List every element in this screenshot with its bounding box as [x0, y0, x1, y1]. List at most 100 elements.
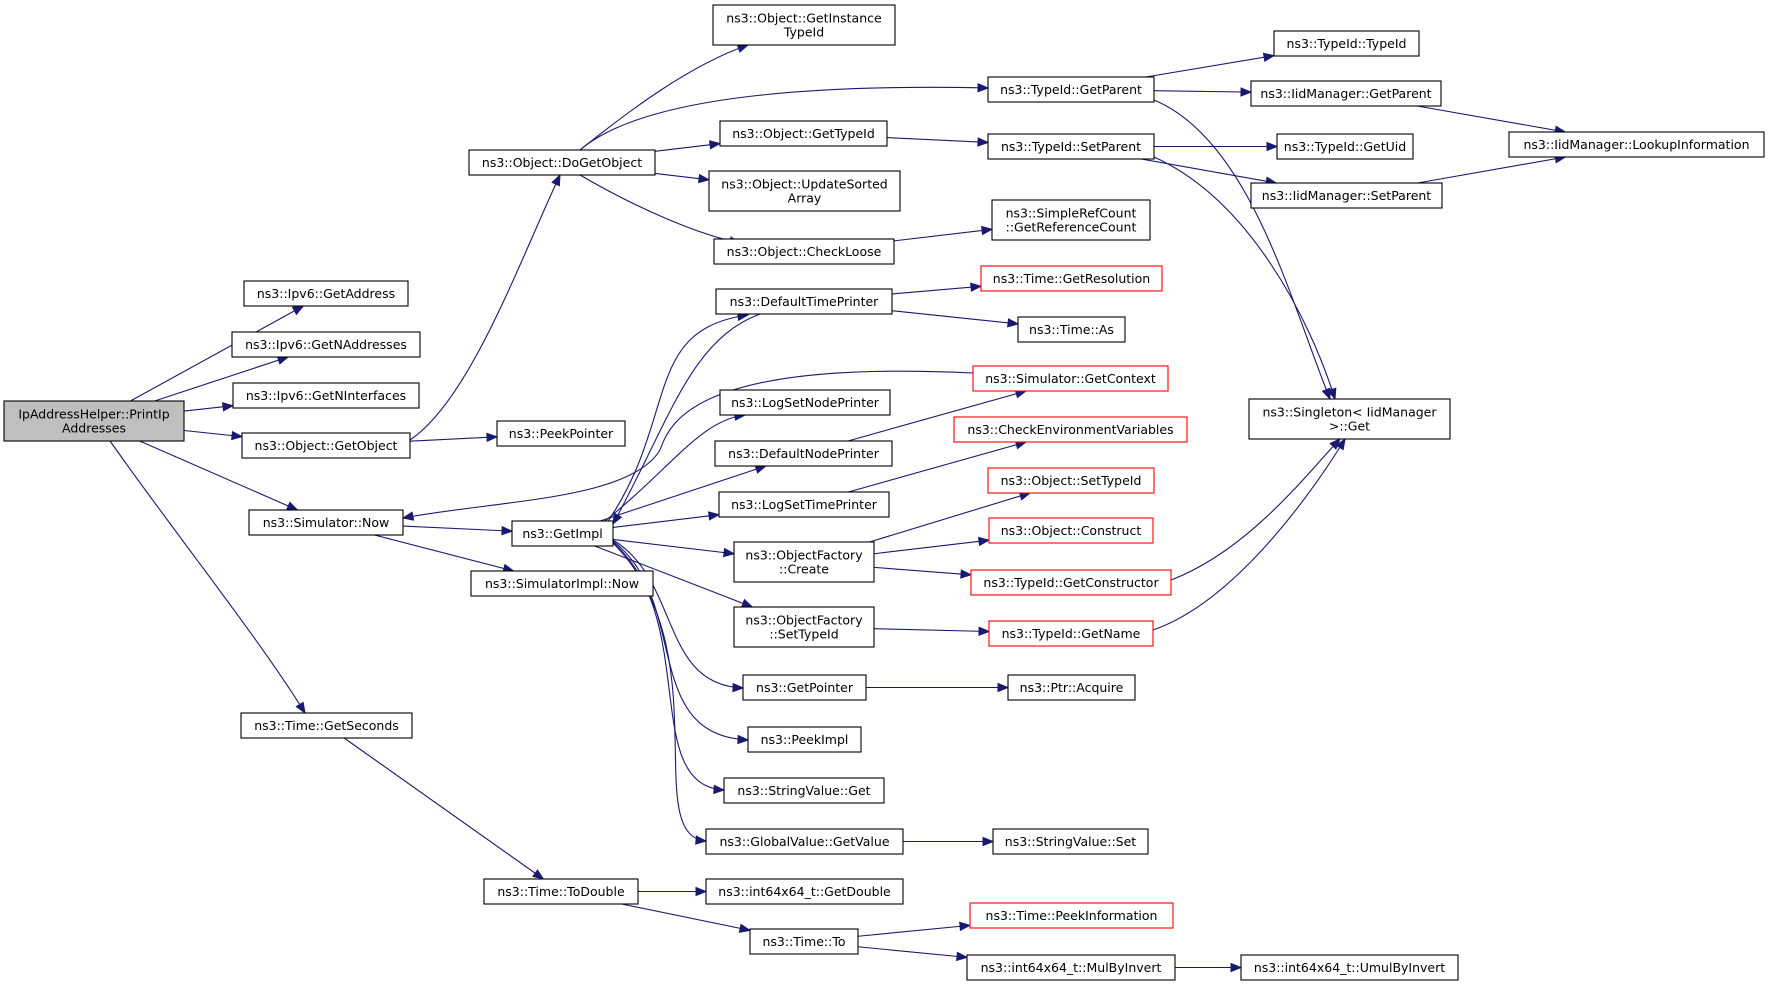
node-globalvalue-getvalue[interactable]: ns3::GlobalValue::GetValue	[705, 828, 904, 855]
node-box[interactable]	[988, 620, 1154, 647]
node-object-settypeid[interactable]: ns3::Object::SetTypeId	[987, 467, 1155, 494]
node-stringvalue-set[interactable]: ns3::StringValue::Set	[992, 828, 1149, 855]
node-box[interactable]	[733, 541, 875, 583]
node-typeid-getparent[interactable]: ns3::TypeId::GetParent	[987, 76, 1155, 103]
node-box[interactable]	[980, 265, 1163, 292]
node-ipv6-getninterfaces[interactable]: ns3::Ipv6::GetNInterfaces	[232, 382, 420, 409]
node-box[interactable]	[468, 149, 656, 176]
node-time-peekinformation[interactable]: ns3::Time::PeekInformation	[969, 902, 1174, 929]
node-box[interactable]	[496, 420, 626, 447]
node-ipv6-getnaddresses[interactable]: ns3::Ipv6::GetNAddresses	[231, 331, 421, 358]
node-time-as[interactable]: ns3::Time::As	[1017, 316, 1126, 343]
node-objectfactory-create[interactable]: ns3::ObjectFactory::Create	[733, 541, 875, 583]
node-ipv6-getaddress[interactable]: ns3::Ipv6::GetAddress	[243, 280, 409, 307]
node-box[interactable]	[248, 509, 404, 536]
node-box[interactable]	[1017, 316, 1126, 343]
node-box[interactable]	[1273, 30, 1420, 57]
node-box[interactable]	[988, 517, 1154, 544]
node-box[interactable]	[1250, 182, 1443, 209]
node-object-getobject[interactable]: ns3::Object::GetObject	[241, 432, 411, 459]
node-time-getseconds[interactable]: ns3::Time::GetSeconds	[240, 712, 413, 739]
node-getpointer[interactable]: ns3::GetPointer	[742, 674, 867, 701]
node-typeid-setparent[interactable]: ns3::TypeId::SetParent	[987, 133, 1155, 160]
node-box[interactable]	[1240, 954, 1459, 981]
node-object-dogetobject[interactable]: ns3::Object::DoGetObject	[468, 149, 656, 176]
node-time-todouble[interactable]: ns3::Time::ToDouble	[483, 878, 639, 905]
node-box[interactable]	[705, 828, 904, 855]
node-object-construct[interactable]: ns3::Object::Construct	[988, 517, 1154, 544]
node-box[interactable]	[742, 674, 867, 701]
node-box[interactable]	[1508, 131, 1765, 158]
node-peekimpl[interactable]: ns3::PeekImpl	[747, 726, 862, 753]
node-box[interactable]	[3, 400, 185, 442]
node-box[interactable]	[470, 570, 654, 597]
node-defaultnodeprinter[interactable]: ns3::DefaultNodePrinter	[714, 440, 893, 467]
node-simplerefcount-getreferencecount[interactable]: ns3::SimpleRefCount::GetReferenceCount	[991, 199, 1151, 241]
node-box[interactable]	[1248, 398, 1451, 440]
node-stringvalue-get[interactable]: ns3::StringValue::Get	[723, 777, 885, 804]
node-box[interactable]	[992, 828, 1149, 855]
node-simulator-now[interactable]: ns3::Simulator::Now	[248, 509, 404, 536]
node-box[interactable]	[240, 712, 413, 739]
node-logsettimeprinter[interactable]: ns3::LogSetTimePrinter	[718, 491, 890, 518]
node-box[interactable]	[719, 120, 888, 147]
node-peekpointer[interactable]: ns3::PeekPointer	[496, 420, 626, 447]
node-box[interactable]	[705, 878, 904, 905]
node-box[interactable]	[991, 199, 1151, 241]
node-box[interactable]	[241, 432, 411, 459]
node-iidmanager-lookupinformation[interactable]: ns3::IidManager::LookupInformation	[1508, 131, 1765, 158]
node-box[interactable]	[747, 726, 862, 753]
node-defaulttimeprinter[interactable]: ns3::DefaultTimePrinter	[715, 288, 893, 315]
node-box[interactable]	[987, 76, 1155, 103]
node-typeid-getconstructor[interactable]: ns3::TypeId::GetConstructor	[970, 569, 1172, 596]
node-box[interactable]	[1276, 133, 1414, 160]
node-box[interactable]	[511, 520, 614, 547]
node-box[interactable]	[969, 902, 1174, 929]
node-checkenvironmentvariables[interactable]: ns3::CheckEnvironmentVariables	[953, 416, 1188, 443]
node-box[interactable]	[712, 4, 896, 46]
node-box[interactable]	[723, 777, 885, 804]
node-simulatorimpl-now[interactable]: ns3::SimulatorImpl::Now	[470, 570, 654, 597]
node-box[interactable]	[987, 133, 1155, 160]
node-objectfactory-settypeid[interactable]: ns3::ObjectFactory::SetTypeId	[733, 606, 875, 648]
node-logsetnodeprinter[interactable]: ns3::LogSetNodePrinter	[719, 389, 891, 416]
node-box[interactable]	[966, 954, 1176, 981]
node-iidmanager-setparent[interactable]: ns3::IidManager::SetParent	[1250, 182, 1443, 209]
node-int64-mulbyinvert[interactable]: ns3::int64x64_t::MulByInvert	[966, 954, 1176, 981]
node-simulator-getcontext[interactable]: ns3::Simulator::GetContext	[972, 365, 1169, 392]
node-box[interactable]	[713, 238, 895, 265]
node-typeid-typeid[interactable]: ns3::TypeId::TypeId	[1273, 30, 1420, 57]
node-box[interactable]	[232, 382, 420, 409]
node-box[interactable]	[749, 928, 859, 955]
node-object-gettypeid[interactable]: ns3::Object::GetTypeId	[719, 120, 888, 147]
node-box[interactable]	[972, 365, 1169, 392]
node-box[interactable]	[1007, 674, 1136, 701]
node-box[interactable]	[953, 416, 1188, 443]
node-box[interactable]	[719, 389, 891, 416]
node-box[interactable]	[733, 606, 875, 648]
node-box[interactable]	[718, 491, 890, 518]
node-box[interactable]	[243, 280, 409, 307]
node-typeid-getuid[interactable]: ns3::TypeId::GetUid	[1276, 133, 1414, 160]
node-typeid-getname[interactable]: ns3::TypeId::GetName	[988, 620, 1154, 647]
node-iidmanager-getparent[interactable]: ns3::IidManager::GetParent	[1250, 80, 1442, 107]
node-time-to[interactable]: ns3::Time::To	[749, 928, 859, 955]
node-box[interactable]	[987, 467, 1155, 494]
node-box[interactable]	[714, 440, 893, 467]
node-box[interactable]	[970, 569, 1172, 596]
node-object-checkloose[interactable]: ns3::Object::CheckLoose	[713, 238, 895, 265]
node-singleton-get[interactable]: ns3::Singleton< IidManager >::Get	[1248, 398, 1451, 440]
node-box[interactable]	[483, 878, 639, 905]
node-box[interactable]	[708, 170, 901, 212]
node-box[interactable]	[715, 288, 893, 315]
node-box[interactable]	[1250, 80, 1442, 107]
node-box[interactable]	[231, 331, 421, 358]
node-getimpl[interactable]: ns3::GetImpl	[511, 520, 614, 547]
node-ptr-acquire[interactable]: ns3::Ptr::Acquire	[1007, 674, 1136, 701]
node-int64-umulbyinvert[interactable]: ns3::int64x64_t::UmulByInvert	[1240, 954, 1459, 981]
node-time-getresolution[interactable]: ns3::Time::GetResolution	[980, 265, 1163, 292]
node-int64-getdouble[interactable]: ns3::int64x64_t::GetDouble	[705, 878, 904, 905]
